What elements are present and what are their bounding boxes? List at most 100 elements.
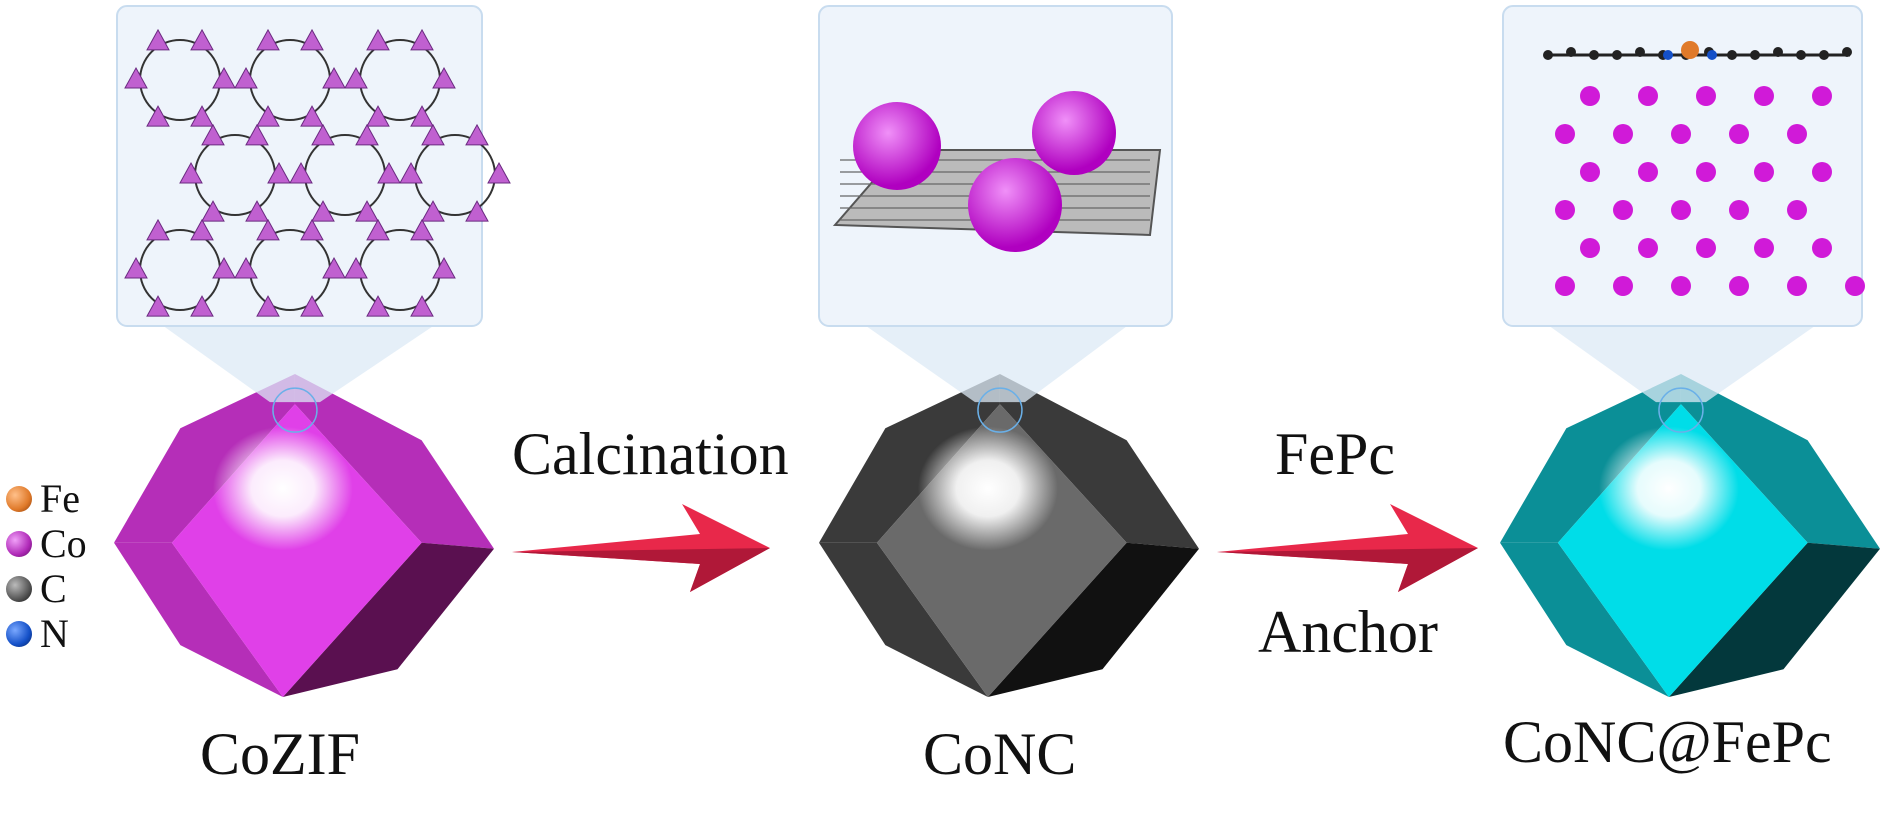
co-tetrahedron xyxy=(256,105,280,127)
co-atom xyxy=(1754,86,1774,106)
co-tetrahedron xyxy=(465,200,489,222)
arrow-label-fepc: FePc xyxy=(1275,421,1395,487)
polyhedron-0 xyxy=(114,374,494,697)
inset-content-2 xyxy=(1543,41,1865,296)
co-atom xyxy=(1580,162,1600,182)
polyhedron-1 xyxy=(819,374,1199,697)
co-tetrahedron xyxy=(245,123,269,146)
co-tetrahedron xyxy=(465,123,489,146)
co-atom xyxy=(1613,124,1633,144)
co-atom xyxy=(1754,238,1774,258)
co-tetrahedron xyxy=(311,200,335,222)
co-atom xyxy=(1555,200,1575,220)
co-atom xyxy=(1613,200,1633,220)
co-nanoparticle xyxy=(968,158,1062,252)
co-atom xyxy=(1754,162,1774,182)
legend: Fe Co C N xyxy=(6,476,87,656)
face-upper-left xyxy=(1500,374,1681,543)
legend-item-co: Co xyxy=(6,521,87,566)
arrow-label-calcination: Calcination xyxy=(512,421,789,487)
co-tetrahedron xyxy=(410,218,434,241)
polyhedron-2 xyxy=(1500,374,1880,697)
co-tetrahedron xyxy=(322,256,346,279)
co-atom xyxy=(1555,276,1575,296)
co-atom xyxy=(1580,238,1600,258)
co-atom xyxy=(1555,124,1575,144)
highlight xyxy=(212,426,353,551)
co-tetrahedron xyxy=(289,161,313,184)
co-atom xyxy=(1696,238,1716,258)
co-atom xyxy=(1812,238,1832,258)
co-tetrahedron xyxy=(201,200,225,222)
co-tetrahedron xyxy=(190,28,214,51)
co-atom xyxy=(1613,276,1633,296)
co-tetrahedron xyxy=(212,256,236,279)
co-tetrahedron xyxy=(146,295,170,317)
co-atom xyxy=(1638,238,1658,258)
co-tetrahedron xyxy=(344,66,368,89)
co-tetrahedron xyxy=(410,295,434,317)
co-tetrahedron xyxy=(487,161,511,184)
co-tetrahedron xyxy=(432,66,456,89)
stage-label-conc-fepc: CoNC@FePc xyxy=(1503,709,1832,775)
n-atom-icon xyxy=(6,620,32,647)
face-lower-left xyxy=(1500,542,1669,697)
co-tetrahedron xyxy=(146,28,170,51)
co-atom xyxy=(1812,86,1832,106)
co-tetrahedron xyxy=(421,123,445,146)
co-tetrahedron xyxy=(355,123,379,146)
zoom-circle xyxy=(977,387,1023,433)
co-nanoparticle xyxy=(1032,91,1116,175)
co-tetrahedron xyxy=(377,161,401,184)
co-tetrahedron xyxy=(234,66,258,89)
co-tetrahedron xyxy=(234,256,258,279)
zoom-circle xyxy=(272,387,318,433)
face-lower-right xyxy=(1668,542,1880,697)
co-tetrahedron xyxy=(344,256,368,279)
fe-atom-icon xyxy=(6,485,32,512)
face-upper-right xyxy=(1680,374,1880,549)
process-arrow-1 xyxy=(1217,504,1478,592)
co-atom xyxy=(1671,124,1691,144)
co-tetrahedron xyxy=(256,218,280,241)
co-tetrahedron xyxy=(267,161,291,184)
legend-item-fe: Fe xyxy=(6,476,87,521)
fe-atom xyxy=(1681,41,1699,59)
arrow-shadow xyxy=(1217,548,1478,592)
co-atom xyxy=(1671,276,1691,296)
co-tetrahedron xyxy=(256,28,280,51)
n-atom xyxy=(1663,50,1673,60)
co-atom xyxy=(1729,276,1749,296)
co-tetrahedron xyxy=(366,295,390,317)
co-tetrahedron xyxy=(179,161,203,184)
co-atom xyxy=(1638,86,1658,106)
co-atom xyxy=(1729,200,1749,220)
n-atom xyxy=(1707,50,1717,60)
co-nanoparticle xyxy=(853,102,941,190)
co-tetrahedron xyxy=(410,28,434,51)
arrow-shadow xyxy=(512,548,770,592)
co-tetrahedron xyxy=(300,218,324,241)
co-tetrahedron xyxy=(190,105,214,127)
face-upper-right xyxy=(294,374,494,549)
face-lower-left xyxy=(819,542,988,697)
zoom-circle xyxy=(1658,387,1704,433)
inset-content-1 xyxy=(832,91,1162,252)
arrow-label-anchor: Anchor xyxy=(1258,599,1438,665)
inset-content-0 xyxy=(124,28,511,317)
co-tetrahedron xyxy=(366,28,390,51)
co-tetrahedron xyxy=(322,66,346,89)
c-atom-icon xyxy=(6,575,32,602)
face-lower-left xyxy=(114,542,283,697)
co-tetrahedron xyxy=(201,123,225,146)
co-tetrahedron xyxy=(146,218,170,241)
co-tetrahedron xyxy=(355,200,379,222)
co-atom xyxy=(1812,162,1832,182)
co-tetrahedron xyxy=(300,105,324,127)
co-atom xyxy=(1787,200,1807,220)
co-tetrahedron xyxy=(190,218,214,241)
co-tetrahedron xyxy=(300,295,324,317)
face-upper-left xyxy=(819,374,1000,543)
co-tetrahedron xyxy=(256,295,280,317)
co-tetrahedron xyxy=(366,218,390,241)
